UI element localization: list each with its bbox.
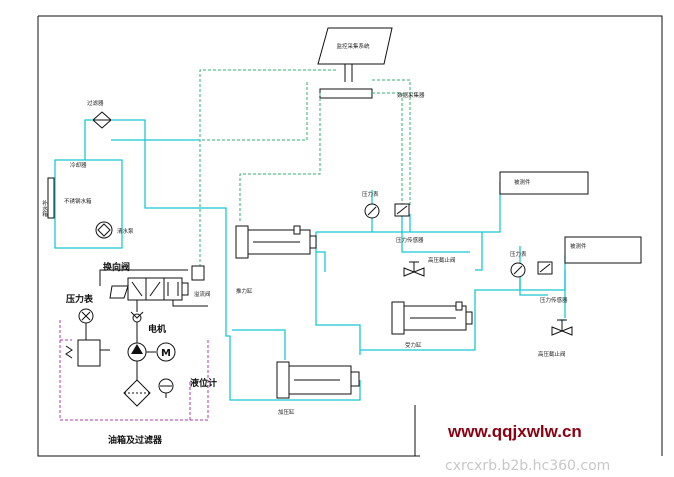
load-cylinder-label: 受力缸 — [405, 341, 422, 349]
overflow-valve-icon — [191, 265, 205, 281]
clean-water-pump-icon — [95, 221, 113, 239]
frame-border — [38, 15, 663, 456]
pump-label: 清水泵 — [117, 227, 134, 235]
hydraulic-power-unit: 换向阀 溢流阀 压力表 电机 — [59, 261, 217, 446]
oil-filter-icon — [123, 379, 151, 407]
check-valve-icon — [130, 311, 144, 323]
push-cylinder: 推力缸 — [235, 225, 317, 295]
frame-border-left — [37, 16, 420, 457]
bottom-cylinder-label: 加压缸 — [278, 408, 295, 416]
box-pump-label: 不锈钢水箱 — [64, 197, 92, 205]
motor-label: 电机 — [148, 323, 166, 335]
pump-icon — [127, 342, 147, 362]
data-acq-label: 数据采集器 — [397, 91, 425, 99]
filter-top: 过滤器 — [87, 99, 112, 129]
instrument-group-1: 压力表 压力传感器 高压截止阀 — [362, 190, 456, 277]
level-gauge-icon — [158, 378, 174, 398]
shutoff-valve-1-icon — [403, 261, 425, 277]
signal-lines — [197, 69, 411, 268]
specimen1-label: 被测件 — [514, 178, 531, 186]
relief-valve-icon — [65, 339, 110, 367]
load-cylinder: 受力缸 — [391, 301, 473, 349]
water-tank: 冷却器 不锈钢水箱 清水泵 补水箱 — [41, 161, 134, 239]
valve2-label: 高压截止阀 — [538, 350, 566, 358]
side-fill-label: 补水箱 — [41, 199, 48, 218]
pressure-gauge-left-label: 压力表 — [66, 293, 94, 305]
watermark-site: www.qqjxwlw.cn — [447, 422, 582, 441]
monitoring-computer: 监控采集系统 — [317, 27, 393, 82]
specimen-1: 被测件 — [499, 171, 589, 195]
bottom-cylinder: 加压缸 — [276, 361, 360, 416]
sensor1-label: 压力传感器 — [396, 236, 424, 244]
water-circuit — [54, 119, 227, 249]
shutoff-valve-2-icon — [551, 319, 573, 336]
specimen2-label: 被测件 — [570, 242, 587, 250]
direction-valve-label: 换向阀 — [103, 261, 130, 273]
computer-label: 监控采集系统 — [336, 42, 370, 50]
gauge1-label: 压力表 — [362, 190, 379, 198]
cooler-label: 冷却器 — [70, 161, 87, 169]
instrument-group-2: 压力表 压力传感器 高压截止阀 — [510, 250, 573, 358]
overflow-valve-label: 溢流阀 — [194, 290, 211, 298]
watermark-site-2: cxrcxrb.b2b.hc360.com — [445, 458, 610, 474]
oil-tank-label: 油箱及过滤器 — [108, 434, 163, 446]
motor-icon: M — [156, 342, 176, 362]
level-gauge-label: 液位计 — [190, 377, 217, 389]
filter-top-label: 过滤器 — [87, 99, 104, 107]
pump-pressure-line — [99, 269, 188, 286]
gauge2-label: 压力表 — [510, 250, 527, 258]
push-cylinder-label: 推力缸 — [236, 287, 253, 295]
data-acquisition-unit: 数据采集器 — [319, 88, 425, 99]
valve1-label: 高压截止阀 — [428, 256, 456, 264]
svg-text:M: M — [161, 348, 171, 359]
direction-valve-icon — [109, 277, 189, 301]
specimen-2: 被测件 — [564, 236, 642, 264]
sensor2-label: 压力传感器 — [540, 296, 568, 304]
